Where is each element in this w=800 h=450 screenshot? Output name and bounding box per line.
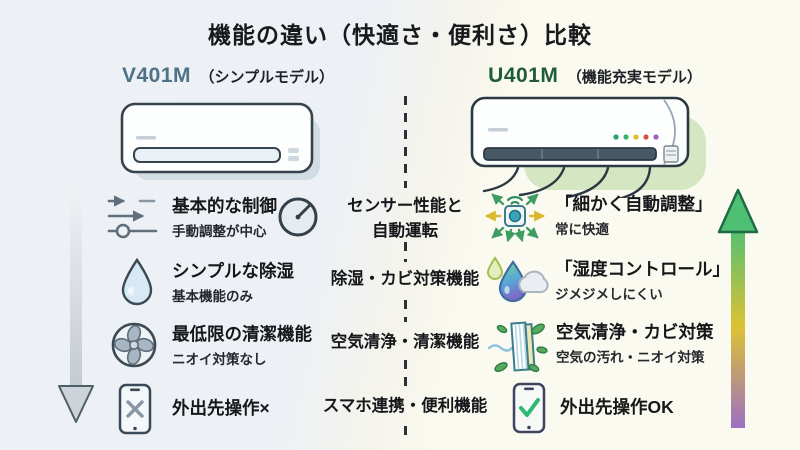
gauge-icon <box>277 196 319 238</box>
left-model-name: V401M <box>121 64 192 87</box>
left-row-3: 最低限の清潔機能 ニオイ対策なし <box>172 324 312 368</box>
right-model-name: U401M <box>488 64 559 87</box>
right-row-2: 「湿度コントロール」 ジメジメしにくい <box>555 259 730 303</box>
feature-subtitle: ジメジメしにくい <box>555 287 663 302</box>
feature-subtitle: 手動調整が中心 <box>172 224 267 239</box>
phone-check-icon <box>512 382 546 434</box>
feature-title: 空気清浄・カビ対策 <box>556 322 714 342</box>
left-row-1: 基本的な制御 手動調整が中心 <box>172 196 277 240</box>
fan-icon <box>110 321 158 369</box>
feature-air-conditioner-image <box>466 92 714 198</box>
center-divider <box>404 300 407 322</box>
water-drop-icon <box>118 257 156 307</box>
category-label-smartphone: スマホ連携・便利機能 <box>322 397 488 415</box>
right-row-4: 外出先操作OK <box>560 397 674 418</box>
category-label-air-clean: 空気清浄・清潔機能 <box>330 333 480 351</box>
left-row-2: シンプルな除湿 基本機能のみ <box>172 261 294 305</box>
feature-subtitle: ニオイ対策なし <box>172 352 267 367</box>
feature-subtitle: 常に快適 <box>555 222 609 237</box>
feature-title: 外出先操作× <box>172 398 270 418</box>
right-row-1: 「細かく自動調整」 常に快適 <box>555 194 713 238</box>
left-column-header: V401M （シンプルモデル） <box>88 64 368 88</box>
feature-title: 基本的な制御 <box>172 196 277 216</box>
downgrade-arrow <box>57 188 95 426</box>
feature-title: 最低限の清潔機能 <box>172 324 312 344</box>
category-label-sensor: センサー性能と 自動運転 <box>347 197 463 240</box>
feature-title: 外出先操作OK <box>560 397 674 417</box>
manual-controls-icon <box>106 192 162 240</box>
feature-title: シンプルな除湿 <box>172 261 294 281</box>
center-divider <box>404 360 407 386</box>
left-model-suffix: （シンプルモデル） <box>199 69 335 86</box>
left-row-4: 外出先操作× <box>172 398 270 419</box>
center-divider <box>404 426 407 442</box>
simple-air-conditioner-image <box>116 96 324 186</box>
sensor-icon <box>482 188 548 244</box>
category-label-dehumidify: 除湿・カビ対策機能 <box>330 270 480 288</box>
center-divider <box>404 96 407 188</box>
feature-title: 「湿度コントロール」 <box>555 259 730 279</box>
upgrade-arrow <box>716 186 760 428</box>
humidity-icon <box>482 254 550 312</box>
right-column-header: U401M （機能充実モデル） <box>448 64 742 88</box>
feature-subtitle: 空気の汚れ・ニオイ対策 <box>556 350 705 365</box>
air-filter-icon <box>487 318 549 376</box>
feature-title: 「細かく自動調整」 <box>555 194 713 214</box>
feature-subtitle: 基本機能のみ <box>172 289 253 304</box>
right-row-3: 空気清浄・カビ対策 空気の汚れ・ニオイ対策 <box>556 322 714 366</box>
right-model-suffix: （機能充実モデル） <box>566 69 702 86</box>
center-divider <box>404 242 407 262</box>
page-title: 機能の違い（快適さ・便利さ）比較 <box>208 22 592 48</box>
phone-x-icon <box>118 383 152 435</box>
